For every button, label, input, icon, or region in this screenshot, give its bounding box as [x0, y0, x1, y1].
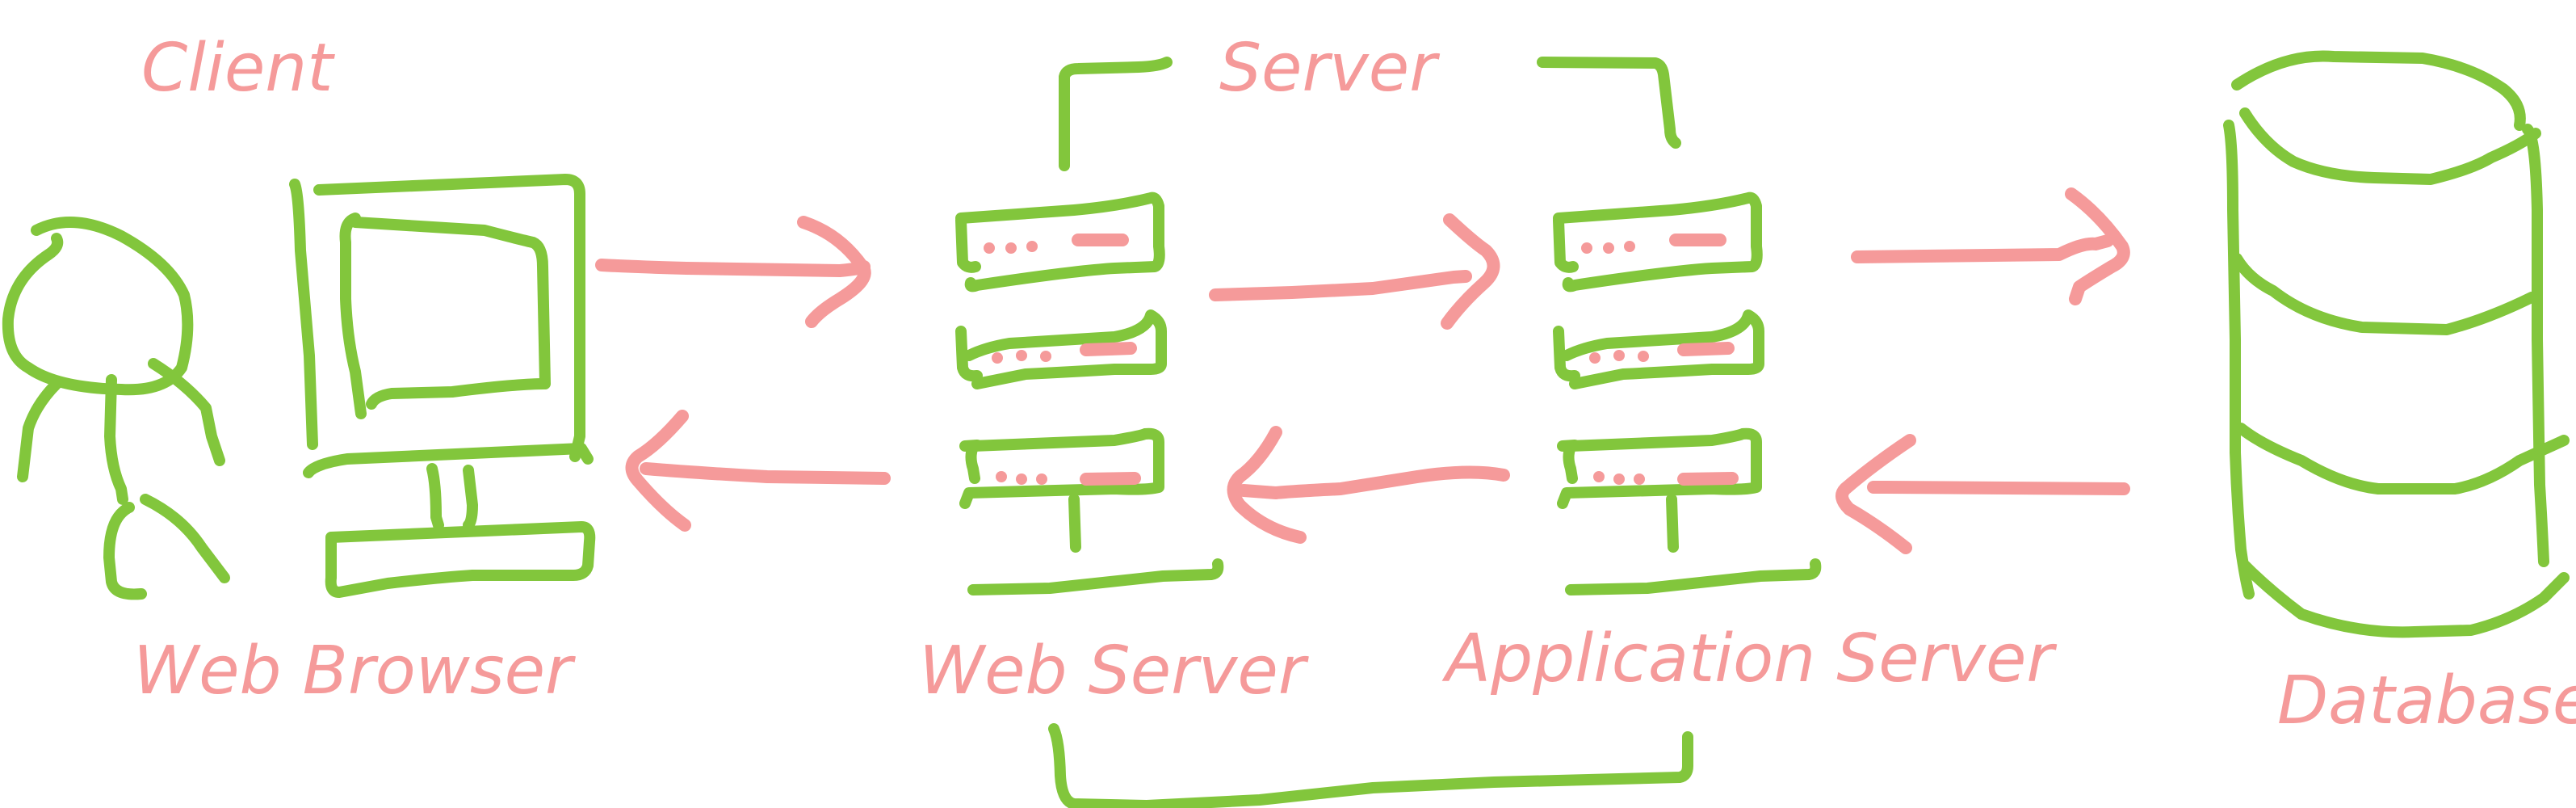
response-arrows: [625, 410, 2130, 554]
web-browser-label: Web Browser: [133, 633, 576, 709]
user-icon: [2, 217, 230, 600]
application-server-label: Application Server: [1441, 621, 2057, 697]
request-arrows: [595, 187, 2130, 330]
database-label: Database: [2277, 663, 2576, 739]
application-server-icon: [1553, 191, 1822, 595]
monitor-icon: [289, 174, 596, 598]
server-bottom-bracket: [1048, 723, 1693, 808]
server-label: Server: [1219, 30, 1440, 107]
web-server-icon: [955, 191, 1224, 595]
database-icon: [2223, 50, 2570, 638]
web-server-label: Web Server: [919, 633, 1309, 709]
client-label: Client: [141, 30, 335, 107]
server-top-bracket: [1059, 57, 1681, 171]
